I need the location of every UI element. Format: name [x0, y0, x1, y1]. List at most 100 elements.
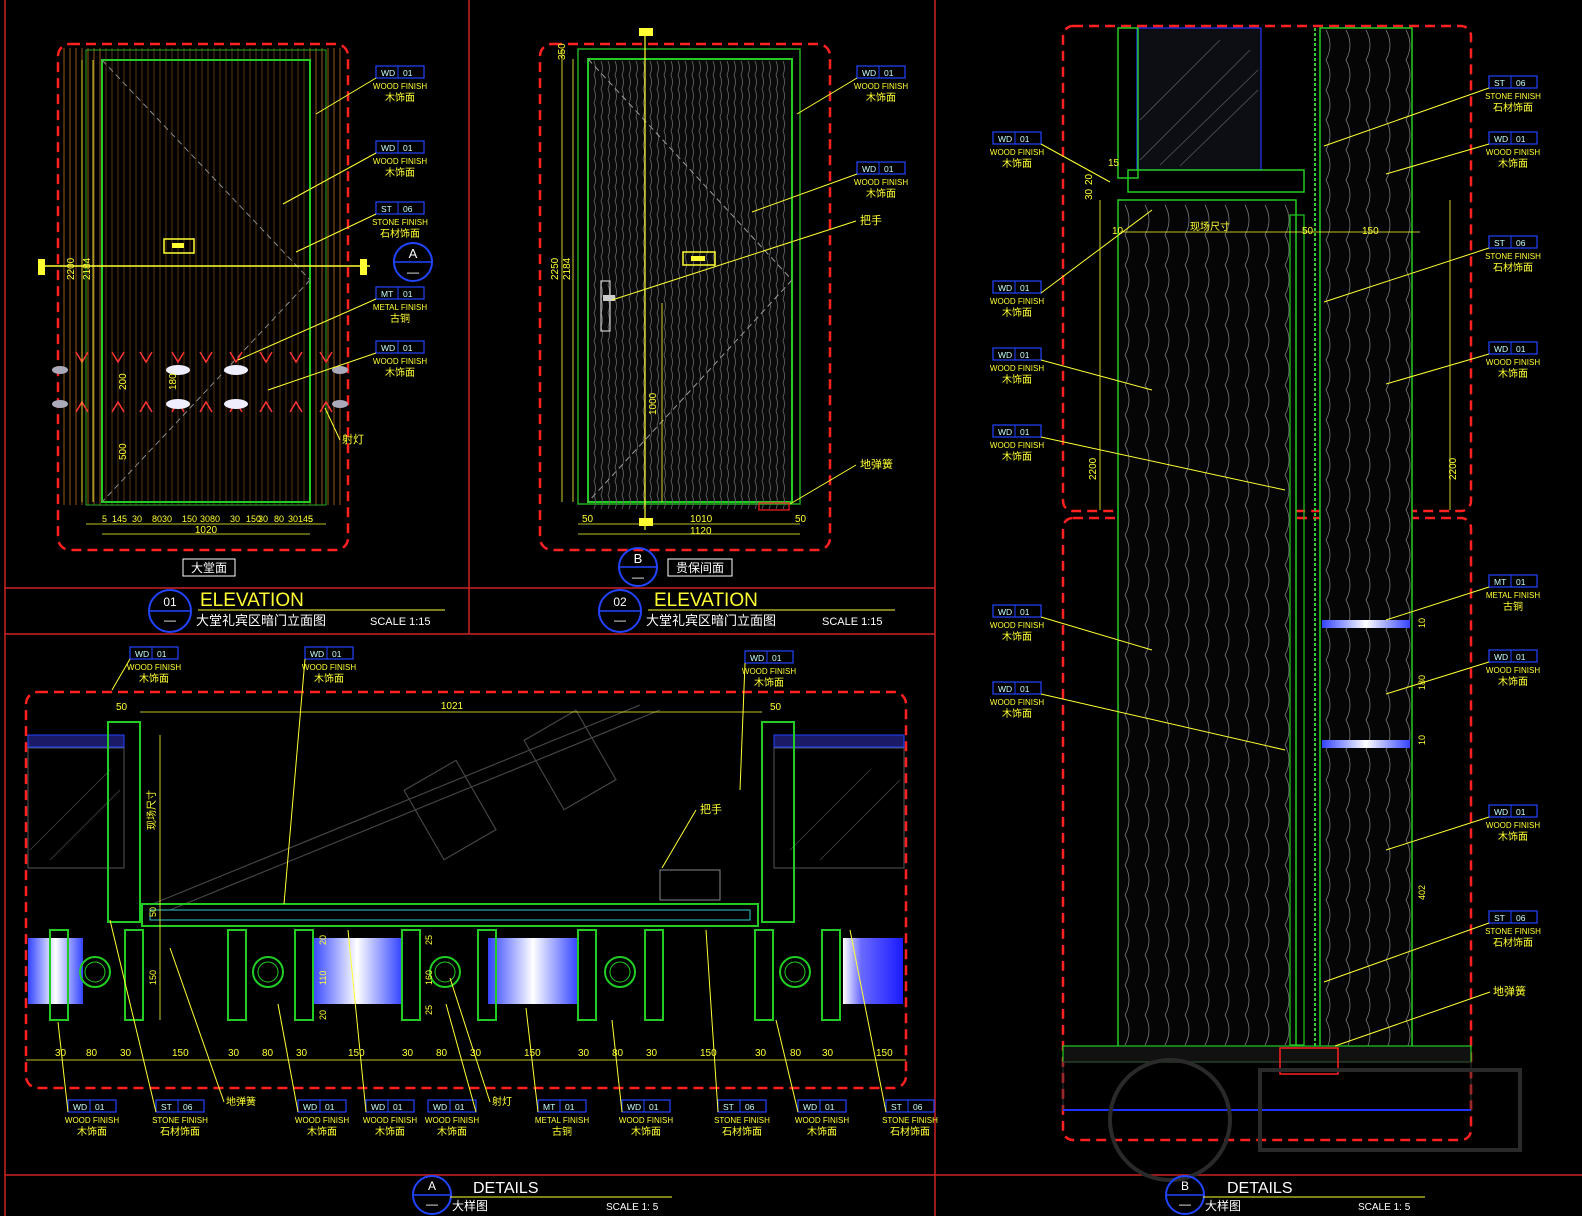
tag-material-cn: 木饰面 — [1002, 373, 1032, 386]
tag-material-cn: 石材饰面 — [890, 1125, 930, 1138]
height-dim-2200: 2200 — [66, 257, 77, 280]
tag-material-cn: 木饰面 — [77, 1125, 107, 1138]
spotlight-icon — [289, 400, 303, 413]
tag-material-cn: 石材饰面 — [160, 1125, 200, 1138]
tag-number: 06 — [1516, 913, 1526, 923]
tag-number: 01 — [1020, 134, 1030, 144]
detail-a-vertical-dim: 160 — [424, 970, 434, 985]
total-width-1020: 1020 — [195, 525, 218, 536]
tag-code: WD — [998, 607, 1012, 617]
round-spotlight-inner — [84, 961, 106, 983]
detail-a-vertical-dim: 25 — [424, 1005, 434, 1015]
wood-grain-pattern — [593, 60, 785, 510]
svg-text:—: — — [407, 265, 419, 279]
detail-a-bottom-dim: 30 — [646, 1048, 658, 1059]
tag-material-en: WOOD FINISH — [795, 1116, 849, 1125]
note-handle: 把手 — [860, 213, 882, 227]
side-label-vip: 贵保间面 — [676, 561, 724, 575]
tag-code: WD — [998, 134, 1012, 144]
tag-material-en: WOOD FINISH — [990, 364, 1044, 373]
elev-02-number: 02 — [613, 595, 627, 609]
detail-a-vertical-dim: 20 — [318, 935, 328, 945]
detail-a-bottom-dim: 30 — [120, 1048, 132, 1059]
svg-text:—: — — [632, 570, 644, 584]
detail-a-bottom-dim: 150 — [700, 1048, 717, 1059]
light-panel-glow — [488, 938, 578, 1004]
mullion-post — [227, 929, 247, 1021]
bottom-dim-label: 30 — [200, 514, 210, 524]
bottom-dim-label: 80 — [210, 514, 220, 524]
lamp-glow — [224, 365, 248, 375]
spotlight-icon — [289, 351, 303, 364]
dim-500: 500 — [118, 443, 129, 460]
mullion-post — [294, 929, 314, 1021]
tag-material-en: WOOD FINISH — [854, 82, 908, 91]
detail-a-scale: SCALE 1: 5 — [606, 1202, 659, 1213]
tag-material-cn: 木饰面 — [866, 187, 896, 200]
detail-b-top-dim: 15 — [1108, 158, 1120, 169]
tag-material-en: STONE FINISH — [1485, 927, 1541, 936]
bottom-dim-label: 150 — [246, 514, 261, 524]
lamp-glow — [52, 366, 68, 374]
bottom-dim-label: 145 — [112, 514, 127, 524]
tag-number: 01 — [1516, 577, 1526, 587]
tag-material-en: WOOD FINISH — [990, 621, 1044, 630]
wood-slat-pattern — [63, 48, 341, 505]
tag-material-en: WOOD FINISH — [363, 1116, 417, 1125]
detail-b-top-dim: 50 — [1302, 226, 1314, 237]
elev-02-title: ELEVATION — [654, 590, 758, 611]
tag-code: WD — [1494, 807, 1508, 817]
tag-code: WD — [627, 1102, 641, 1112]
lamp-glow — [166, 399, 190, 409]
tag-material-en: WOOD FINISH — [373, 157, 427, 166]
detail-a-vertical-dim: 25 — [424, 935, 434, 945]
tag-material-cn: 木饰面 — [1002, 157, 1032, 170]
title-block-detail-a: A — DETAILS 大样图 SCALE 1: 5 — [412, 1175, 672, 1215]
total-width-1120: 1120 — [690, 526, 712, 537]
lamp-glow — [332, 366, 348, 374]
spotlight-icon — [199, 400, 213, 413]
lamp-glow — [166, 365, 190, 375]
detail-b-right-dim: 10 — [1417, 618, 1427, 628]
tag-material-cn: 木饰面 — [307, 1125, 337, 1138]
tag-material-en: WOOD FINISH — [425, 1116, 479, 1125]
detail-a-bottom-dim: 30 — [402, 1048, 414, 1059]
tag-material-cn: 木饰面 — [375, 1125, 405, 1138]
tag-material-cn: 木饰面 — [1002, 450, 1032, 463]
tag-material-cn: 木饰面 — [631, 1125, 661, 1138]
tag-number: 01 — [1020, 684, 1030, 694]
tag-number: 01 — [403, 343, 413, 353]
tag-code: WD — [862, 68, 876, 78]
tag-number: 01 — [772, 653, 782, 663]
spotlight-icon — [171, 351, 185, 364]
title-block-elev-02: 02 — ELEVATION 大堂礼宾区暗门立面图 SCALE 1:15 — [598, 589, 895, 633]
tag-material-cn: 石材饰面 — [722, 1125, 762, 1138]
detail-a-bottom-dim: 30 — [470, 1048, 482, 1059]
tag-material-cn: 木饰面 — [754, 676, 784, 689]
bottom-dim-label: 150 — [182, 514, 197, 524]
detail-a-bottom-dim: 30 — [578, 1048, 590, 1059]
detail-a-subtitle: 大样图 — [452, 1198, 488, 1213]
tag-material-cn: 木饰面 — [1498, 157, 1528, 170]
tag-number: 01 — [1516, 344, 1526, 354]
tag-material-cn: 木饰面 — [1002, 707, 1032, 720]
mullion-post — [49, 929, 69, 1021]
tag-material-en: WOOD FINISH — [295, 1116, 349, 1125]
detail-b-top-dim: 10 — [1112, 226, 1124, 237]
tag-code: WD — [135, 649, 149, 659]
tag-code: ST — [381, 204, 392, 214]
tag-number: 06 — [183, 1102, 193, 1112]
